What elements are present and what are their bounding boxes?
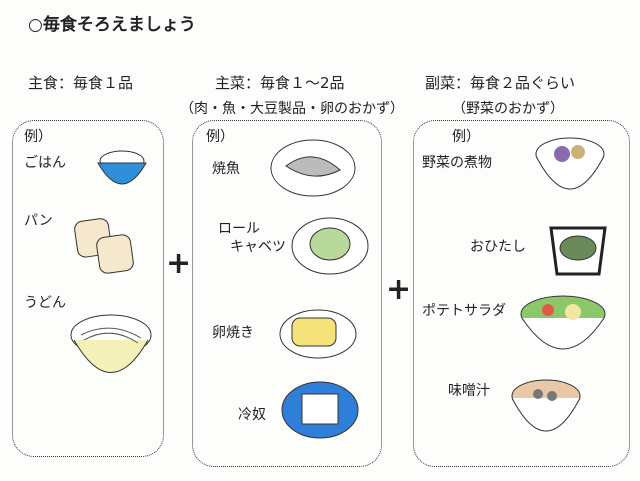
food-label-cabbage-roll-1: ロール	[218, 221, 260, 237]
example-label: 例）	[24, 129, 52, 145]
side-dish-note: （野菜のおかず）	[452, 101, 564, 117]
food-label-miso-soup: 味噌汁	[448, 383, 490, 399]
omelette-icon	[279, 309, 357, 359]
potato-salad-icon	[520, 295, 606, 350]
tofu-icon	[281, 381, 359, 439]
food-label-ohitashi: おひたし	[470, 239, 526, 255]
bread-icon	[74, 218, 134, 274]
food-label-potato-salad: ポテトサラダ	[422, 303, 506, 319]
food-label-rice: ごはん	[24, 155, 66, 171]
page-title: ○毎食そろえましょう	[28, 15, 196, 35]
rice-bowl-icon	[97, 150, 147, 185]
side-dish-heading: 副菜：毎食２品ぐらい	[425, 74, 576, 92]
food-label-bread: パン	[24, 213, 53, 229]
main-dish-note: （肉・魚・大豆製品・卵のおかず）	[180, 101, 404, 117]
main-dish-box	[192, 120, 382, 467]
example-label: 例）	[452, 129, 480, 145]
food-label-udon: うどん	[24, 295, 66, 311]
miso-soup-icon	[511, 379, 581, 432]
food-label-omelette: 卵焼き	[212, 325, 254, 341]
plus-sign: +	[386, 272, 412, 307]
simmered-vegetables-icon	[535, 137, 605, 190]
example-label: 例）	[206, 129, 234, 145]
ohitashi-icon	[549, 226, 607, 276]
food-label-grilled-fish: 焼魚	[212, 161, 240, 177]
side-dish-box	[413, 120, 630, 467]
main-dish-heading: 主菜：毎食１～2品	[215, 74, 345, 92]
plus-sign: +	[166, 246, 192, 281]
food-label-simmered-vegetables: 野菜の煮物	[422, 155, 492, 171]
food-label-tofu: 冷奴	[238, 407, 266, 423]
udon-bowl-icon	[70, 314, 152, 373]
grilled-fish-icon	[270, 139, 356, 197]
cabbage-roll-icon	[291, 217, 369, 275]
food-label-cabbage-roll-2: キャベツ	[230, 239, 286, 255]
staple-box	[12, 120, 164, 457]
staple-heading: 主食：毎食１品	[28, 74, 134, 92]
